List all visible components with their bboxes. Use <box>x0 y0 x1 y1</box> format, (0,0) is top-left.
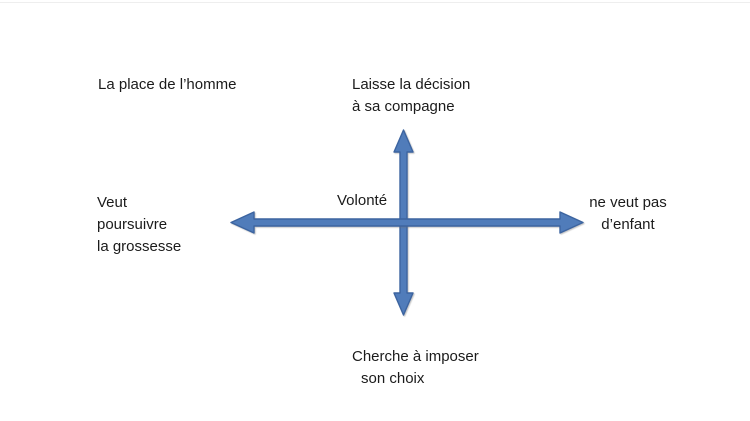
label-leaves-decision-line1: Laisse la décision <box>352 76 471 93</box>
divider-line <box>0 2 750 3</box>
label-continue-pregnancy-line3: la grossesse <box>97 238 182 255</box>
label-place-of-man: La place de l’homme <box>98 74 236 96</box>
label-no-child: ne veut pas d’enfant <box>580 192 676 236</box>
label-continue-pregnancy: Veut poursuivre la grossesse <box>97 192 181 258</box>
label-impose-choice-line1: Cherche à imposer <box>352 348 479 365</box>
label-no-child-line1: ne veut pas <box>589 194 667 211</box>
label-leaves-decision: Laisse la décision à sa compagne <box>352 74 470 118</box>
label-impose-choice-line2: son choix <box>361 370 425 387</box>
label-will-center: Volonté <box>337 190 387 212</box>
label-impose-choice: Cherche à imposer son choix <box>352 346 479 390</box>
double-arrow-horizontal-icon <box>230 211 584 234</box>
label-place-of-man-text: La place de l’homme <box>98 76 237 93</box>
label-continue-pregnancy-line2: poursuivre <box>97 216 168 233</box>
label-will-center-text: Volonté <box>337 192 388 209</box>
label-continue-pregnancy-line1: Veut <box>97 194 128 211</box>
label-no-child-line2: d’enfant <box>601 216 655 233</box>
label-leaves-decision-line2: à sa compagne <box>352 98 455 115</box>
